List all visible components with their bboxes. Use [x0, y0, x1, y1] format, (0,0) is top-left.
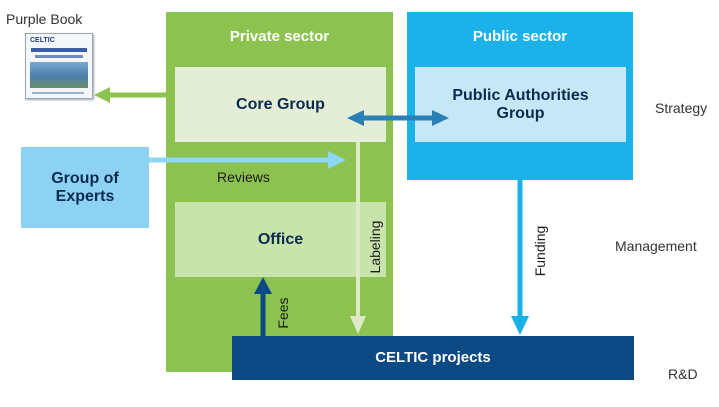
reviews-label: Reviews: [217, 169, 270, 185]
private-sector-title: Private sector: [229, 28, 330, 45]
strategy-level-label: Strategy: [655, 100, 708, 116]
purple-book-cover: CELTIC: [25, 33, 93, 99]
purple-book-subtitle-bar: [35, 55, 83, 58]
office-label: Office: [257, 230, 304, 248]
group-of-experts-label: Group of Experts: [51, 169, 119, 205]
publish-arrow: [94, 87, 166, 103]
purple-book-label: Purple Book: [6, 11, 83, 27]
rd-level-label: R&D: [668, 366, 698, 382]
purple-book-title-bar: [31, 48, 87, 52]
labeling-label: Labeling: [367, 220, 383, 274]
funding-label: Funding: [532, 225, 548, 277]
public-authorities-group-label: Public Authorities Group: [452, 86, 589, 122]
management-level-label: Management: [615, 238, 697, 254]
celtic-projects-box: CELTIC projects: [232, 336, 634, 380]
purple-book-footer-bar: [32, 92, 84, 94]
core-group-box: Core Group: [175, 67, 386, 142]
purple-book-cover-image: [30, 62, 88, 88]
office-box: Office: [175, 202, 386, 277]
public-authorities-group-box: Public Authorities Group: [415, 67, 626, 142]
public-sector-title: Public sector: [472, 28, 568, 45]
funding-arrow: [511, 180, 529, 335]
fees-label: Fees: [275, 297, 291, 329]
core-group-label: Core Group: [236, 95, 325, 113]
celtic-projects-label: CELTIC projects: [375, 348, 491, 366]
purple-book-logo: CELTIC: [30, 37, 55, 44]
group-of-experts-box: Group of Experts: [21, 147, 149, 228]
